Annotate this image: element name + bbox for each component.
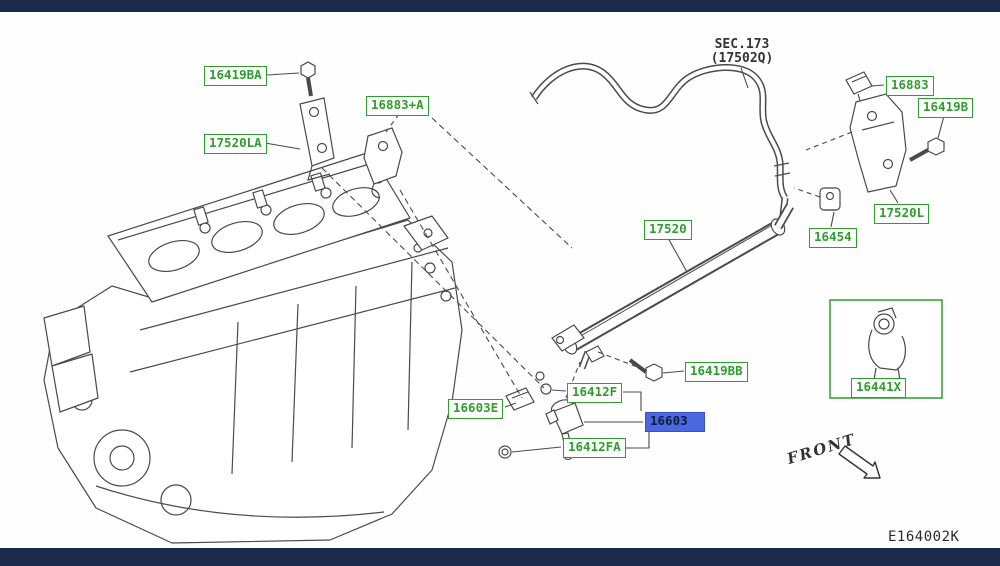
part-label-16419BB[interactable]: 16419BB <box>685 362 748 382</box>
leader-lines <box>264 67 945 453</box>
bottom-border-bar <box>0 548 1000 566</box>
part-label-16603-highlighted[interactable]: 16603 <box>645 412 705 432</box>
fuel-rail-drawing <box>551 203 794 370</box>
top-border-bar <box>0 0 1000 12</box>
part-label-16441X[interactable]: 16441X <box>851 378 907 398</box>
section-reference-line2: (17502Q) <box>710 51 774 67</box>
bracket-drawings-left <box>299 61 403 199</box>
front-arrow-icon <box>838 445 881 479</box>
engine-block-drawing <box>43 151 463 544</box>
part-label-16419B[interactable]: 16419B <box>918 98 974 118</box>
part-label-17520LA[interactable]: 17520LA <box>204 134 267 154</box>
part-label-16603E[interactable]: 16603E <box>448 399 504 419</box>
part-label-17520L[interactable]: 17520L <box>874 204 930 224</box>
part-label-16412F[interactable]: 16412F <box>567 383 623 403</box>
diagram-code: E164002K <box>888 529 960 545</box>
part-label-16419BA[interactable]: 16419BA <box>204 66 267 86</box>
section-reference: SEC.173 (17502Q) <box>698 37 786 67</box>
part-label-16883A[interactable]: 16883+A <box>366 96 429 116</box>
bracket-drawings-right <box>819 71 945 211</box>
part-label-16454[interactable]: 16454 <box>809 228 857 248</box>
part-label-17520[interactable]: 17520 <box>644 220 692 240</box>
section-reference-line1: SEC.173 <box>714 37 770 52</box>
part-label-16412FA[interactable]: 16412FA <box>563 438 626 458</box>
part-label-16883[interactable]: 16883 <box>886 76 934 96</box>
fuel-hose-drawing <box>529 62 791 217</box>
injector-drawings <box>498 358 663 461</box>
